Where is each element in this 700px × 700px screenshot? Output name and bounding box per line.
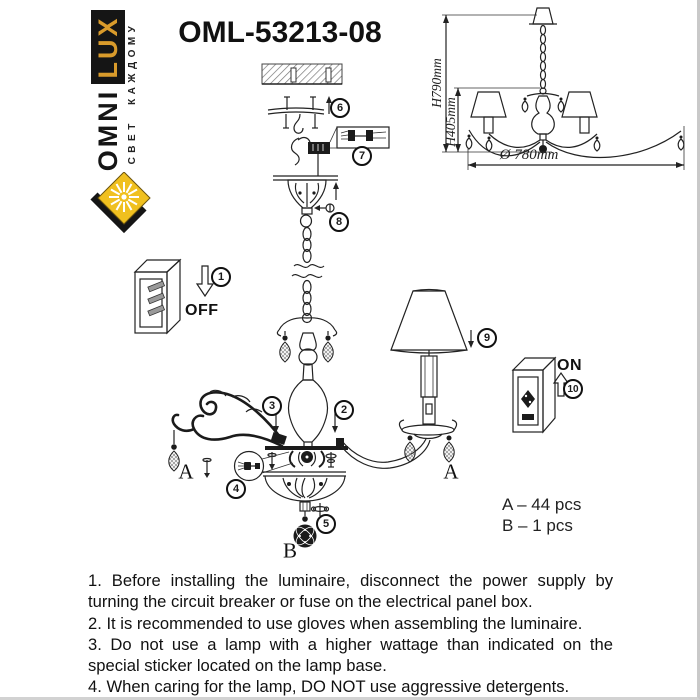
hub-bar bbox=[202, 446, 348, 478]
crystal-b-label: B bbox=[282, 538, 298, 563]
dimension-drawing: H790mm H405mm Ø 780mm bbox=[429, 7, 685, 170]
breaker-box-off bbox=[133, 258, 215, 335]
instruction-1: 1. Before installing the luminaire, disc… bbox=[88, 571, 613, 612]
terminal-block bbox=[308, 126, 390, 176]
mini-chandelier bbox=[465, 7, 685, 159]
step-badge-7: 7 bbox=[352, 146, 372, 166]
mounting-bracket bbox=[267, 96, 332, 134]
dim-height-total: H790mm bbox=[429, 58, 444, 109]
crystal-a-label-right: A bbox=[443, 459, 459, 484]
sunburst-diamond-icon bbox=[90, 172, 151, 234]
dim-diameter: Ø 780mm bbox=[499, 147, 559, 163]
bottom-bowl bbox=[263, 471, 346, 502]
finial-and-crystal-ball bbox=[293, 501, 330, 548]
instruction-4: 4. When caring for the lamp, DO NOT use … bbox=[88, 677, 570, 697]
step-badge-3: 3 bbox=[262, 396, 282, 416]
step-badge-5: 5 bbox=[316, 514, 336, 534]
step-badge-10: 10 bbox=[563, 379, 583, 399]
right-arm bbox=[332, 412, 431, 469]
model-number-title: OML-53213-08 bbox=[178, 16, 382, 49]
crystal-a-label-left: A bbox=[178, 459, 194, 484]
instruction-2: 2. It is recommended to use gloves when … bbox=[88, 613, 583, 633]
chain bbox=[291, 226, 325, 324]
candle-and-shade bbox=[390, 288, 474, 463]
dim-height-fixture: H405mm bbox=[443, 97, 458, 148]
step-badge-2: 2 bbox=[334, 400, 354, 420]
parts-count-a: A – 44 pcs bbox=[502, 495, 582, 514]
center-column bbox=[276, 317, 338, 447]
instruction-3: 3. Do not use a lamp with a higher watta… bbox=[88, 634, 613, 676]
step-badge-4: 4 bbox=[226, 479, 246, 499]
canopy bbox=[273, 175, 339, 228]
off-label: OFF bbox=[185, 302, 219, 319]
step-badge-1: 1 bbox=[211, 267, 231, 287]
ceiling bbox=[261, 63, 343, 85]
step-badge-6: 6 bbox=[330, 98, 350, 118]
on-label: ON bbox=[557, 357, 582, 374]
parts-count: A – 44 pcs B – 1 pcs bbox=[502, 494, 581, 536]
instructions-text: 1. Before installing the luminaire, disc… bbox=[88, 570, 613, 697]
parts-count-b: B – 1 pcs bbox=[502, 516, 573, 535]
left-arm bbox=[168, 389, 287, 472]
step-badge-8: 8 bbox=[329, 212, 349, 232]
wire-connector-detail bbox=[233, 450, 294, 482]
step-badge-9: 9 bbox=[477, 328, 497, 348]
breaker-box-on bbox=[511, 356, 570, 434]
hanging-hook bbox=[290, 136, 311, 166]
